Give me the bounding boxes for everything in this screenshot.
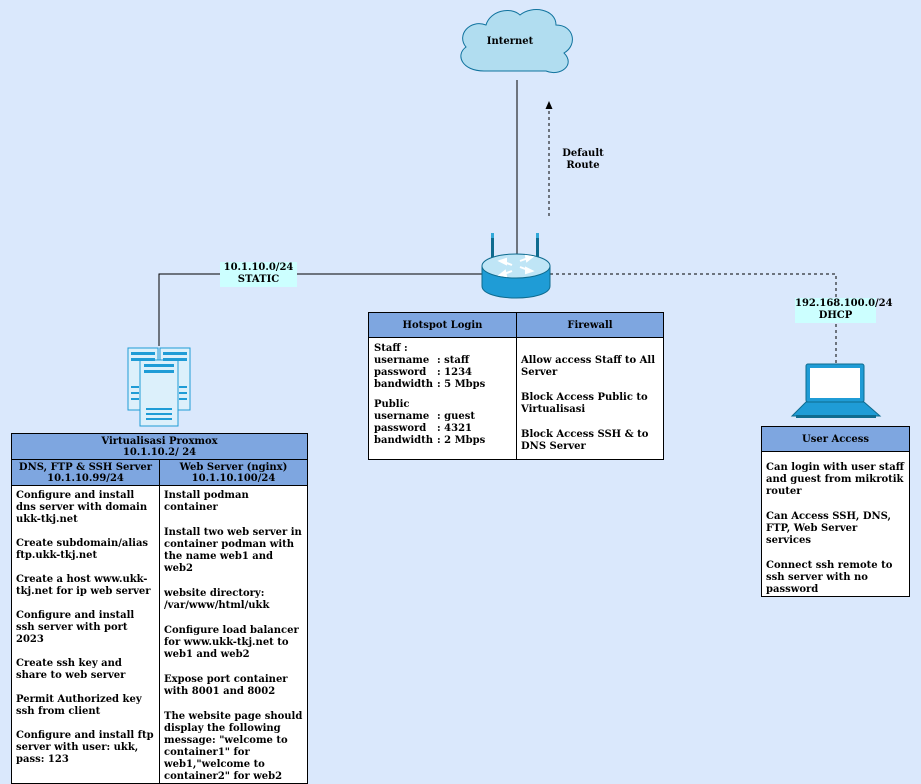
web-task: website directory: /var/www/html/ukk [164,588,270,611]
web-task: Configure load balancer for www.ukk-tkj.… [164,625,299,660]
web-server-header: Web Server (nginx) 10.1.10.100/24 [159,459,308,486]
laptop-icon [790,363,882,418]
dhcp-subnet: 192.168.100.0/24 [795,298,893,309]
dns-task: Create a host www.ukk-tkj.net for ip web… [16,574,151,597]
firewall-rule: Block Access SSH & to DNS Server [521,429,649,452]
staff-bandwidth-key: bandwidth [374,379,434,390]
static-subnet: 10.1.10.0/24 [223,262,294,273]
firewall-header: Firewall [516,312,664,338]
dns-server-header: DNS, FTP & SSH Server 10.1.10.99/24 [11,459,160,486]
internet-label: Internet [486,36,534,47]
staff-username-row: username : staff [369,355,516,367]
firewall-rule: Block Access Public to Virtualisasi [521,392,648,415]
connection-lines [158,80,837,365]
staff-bandwidth-row: bandwidth: 5 Mbps [369,379,516,391]
dns-server-ip: 10.1.10.99/24 [47,472,124,484]
staff-username-value: : staff [437,355,470,366]
user-access-item: Connect ssh remote to ssh server with no… [766,560,893,595]
public-password-row: password : 4321 [369,423,516,435]
public-title: Public [374,399,410,410]
web-task: Install podman container [164,490,249,513]
dns-task: Permit Authorized key ssh from client [16,694,142,717]
web-tasks-cell: Install podman container Install two web… [159,485,308,784]
public-bandwidth-row: bandwidth: 2 Mbps [369,435,516,447]
default-route-line-1: Default [562,148,604,159]
dns-server-title: DNS, FTP & SSH Server [18,461,153,473]
router-icon [481,233,551,299]
public-bandwidth-value: : 2 Mbps [437,435,486,446]
dns-task: Configure and install ftp server with us… [16,730,154,765]
router-server-link [158,273,482,346]
proxmox-ip: 10.1.10.2/ 24 [122,446,197,458]
user-access-cell: Can login with user staff and guest from… [761,451,910,597]
user-access-header: User Access [761,426,910,452]
staff-title: Staff : [374,343,408,354]
dns-task: Configure and install ssh server with po… [16,610,135,645]
user-access-table: User Access Can login with user staff an… [761,426,910,597]
default-route-line-2: Route [566,160,600,171]
proxmox-header: Virtualisasi Proxmox 10.1.10.2/ 24 [11,433,308,460]
static-subnet-tag: 10.1.10.0/24 STATIC [220,262,297,287]
staff-bandwidth-value: : 5 Mbps [437,379,486,390]
server-icon [127,347,191,427]
dns-tasks-cell: Configure and install dns server with do… [11,485,160,784]
public-password-value: : 4321 [437,423,473,434]
user-access-item: Can login with user staff and guest from… [766,462,904,497]
internet-cloud-icon [460,9,573,73]
web-server-ip: 10.1.10.100/24 [191,472,276,484]
staff-username-key: username [374,355,430,366]
web-task: Expose port container with 8001 and 8002 [164,674,288,697]
staff-password-key: password [374,367,427,378]
staff-password-value: : 1234 [437,367,473,378]
dhcp-subnet-tag: 192.168.100.0/24 DHCP [795,298,893,323]
proxmox-table: Virtualisasi Proxmox 10.1.10.2/ 24 DNS, … [11,433,308,784]
proxmox-title: Virtualisasi Proxmox [101,435,218,447]
dns-task: Configure and install dns server with do… [16,490,148,525]
public-username-value: : guest [437,411,476,422]
firewall-cell: Allow access Staff to All Server Block A… [516,337,664,460]
staff-password-row: password : 1234 [369,367,516,379]
dns-task: Create ssh key and share to web server [16,658,126,681]
router-config-table: Hotspot Login Firewall Staff : username:… [368,312,664,460]
public-password-key: password [374,423,427,434]
arrowhead-icon [545,101,553,109]
dhcp-mode: DHCP [818,310,853,321]
static-mode: STATIC [237,274,280,285]
hotspot-login-cell: Staff : username : staff password : 1234 b… [368,337,517,460]
dns-task: Create subdomain/alias ftp.ukk-tkj.net [16,538,149,561]
user-access-item: Can Access SSH, DNS, FTP, Web Server ser… [766,511,892,546]
web-server-title: Web Server (nginx) [179,461,288,473]
public-username-row: username : guest [369,411,516,423]
default-route-label: Default Route [555,148,611,172]
public-username-key: username [374,411,430,422]
firewall-rule: Allow access Staff to All Server [521,355,656,378]
web-task: The website page should display the foll… [164,711,303,782]
hotspot-login-header: Hotspot Login [368,312,517,338]
web-task: Install two web server in container podm… [164,527,302,574]
public-bandwidth-key: bandwidth [374,435,434,446]
